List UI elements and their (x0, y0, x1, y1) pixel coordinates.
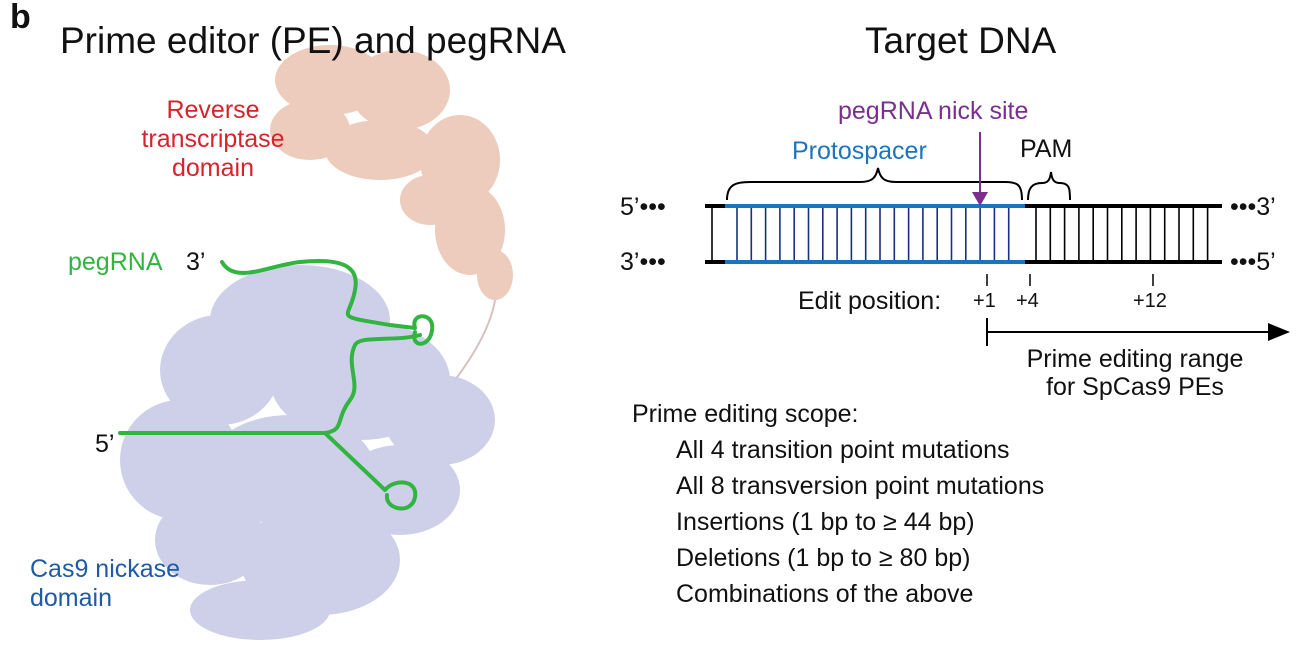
edit-tick-label: +4 (1016, 290, 1039, 312)
panel-label: b (10, 0, 31, 36)
edit-tick-label: +12 (1133, 290, 1167, 312)
pegrna-3prime-label: 3’ (186, 248, 206, 276)
protospacer-base-pairs (736, 208, 1010, 260)
protospacer-label: Protospacer (792, 137, 927, 165)
nick-site-label: pegRNA nick site (838, 97, 1029, 125)
scope-item: All 4 transition point mutations (676, 436, 1010, 464)
cas9-domain-structure (120, 265, 495, 640)
range-arrowhead (1268, 323, 1290, 341)
rt-domain-label: Reverse transcriptase domain (108, 96, 318, 183)
editing-range-label: Prime editing range for SpCas9 PEs (1000, 345, 1270, 401)
scope-item: Combinations of the above (676, 580, 974, 608)
rt-label-line: Reverse (166, 96, 260, 124)
scope-item: Deletions (1 bp to ≥ 80 bp) (676, 544, 971, 572)
pegrna-strand (118, 258, 435, 511)
top-strand-left-end: 5’••• (620, 193, 666, 221)
top-strand-right-end: •••3’ (1230, 193, 1276, 221)
scope-item: Insertions (1 bp to ≥ 44 bp) (676, 508, 975, 536)
right-panel-title: Target DNA (865, 20, 1057, 61)
range-label-line: for SpCas9 PEs (1046, 373, 1224, 401)
bottom-strand-left-end: 3’••• (620, 248, 666, 276)
range-label-line: Prime editing range (1026, 345, 1244, 373)
rt-label-line: transcriptase (141, 125, 285, 153)
rt-label-line: domain (172, 154, 254, 182)
cas9-label-line: Cas9 nickase (30, 555, 181, 583)
linker-strand (454, 299, 496, 381)
cas9-domain-label: Cas9 nickase domain (30, 555, 180, 613)
pam-label: PAM (1020, 135, 1073, 163)
scope-title: Prime editing scope: (632, 400, 859, 428)
pegrna-5prime-label: 5’ (95, 430, 115, 458)
flanking-base-pairs (711, 208, 1209, 260)
bottom-strand-right-end: •••5’ (1230, 248, 1276, 276)
dna-duplex (705, 204, 1222, 264)
cas9-label-line: domain (30, 584, 112, 612)
nick-site-arrowhead (972, 192, 988, 206)
rt-domain-structure (270, 45, 513, 300)
scope-item: All 8 transversion point mutations (676, 472, 1045, 500)
pegrna-label: pegRNA (68, 248, 163, 276)
edit-position-label: Edit position: (798, 287, 942, 315)
pam-brace (1027, 171, 1071, 201)
protospacer-brace (726, 167, 1023, 201)
edit-tick-label: +1 (973, 290, 996, 312)
left-panel-title: Prime editor (PE) and pegRNA (60, 20, 566, 61)
